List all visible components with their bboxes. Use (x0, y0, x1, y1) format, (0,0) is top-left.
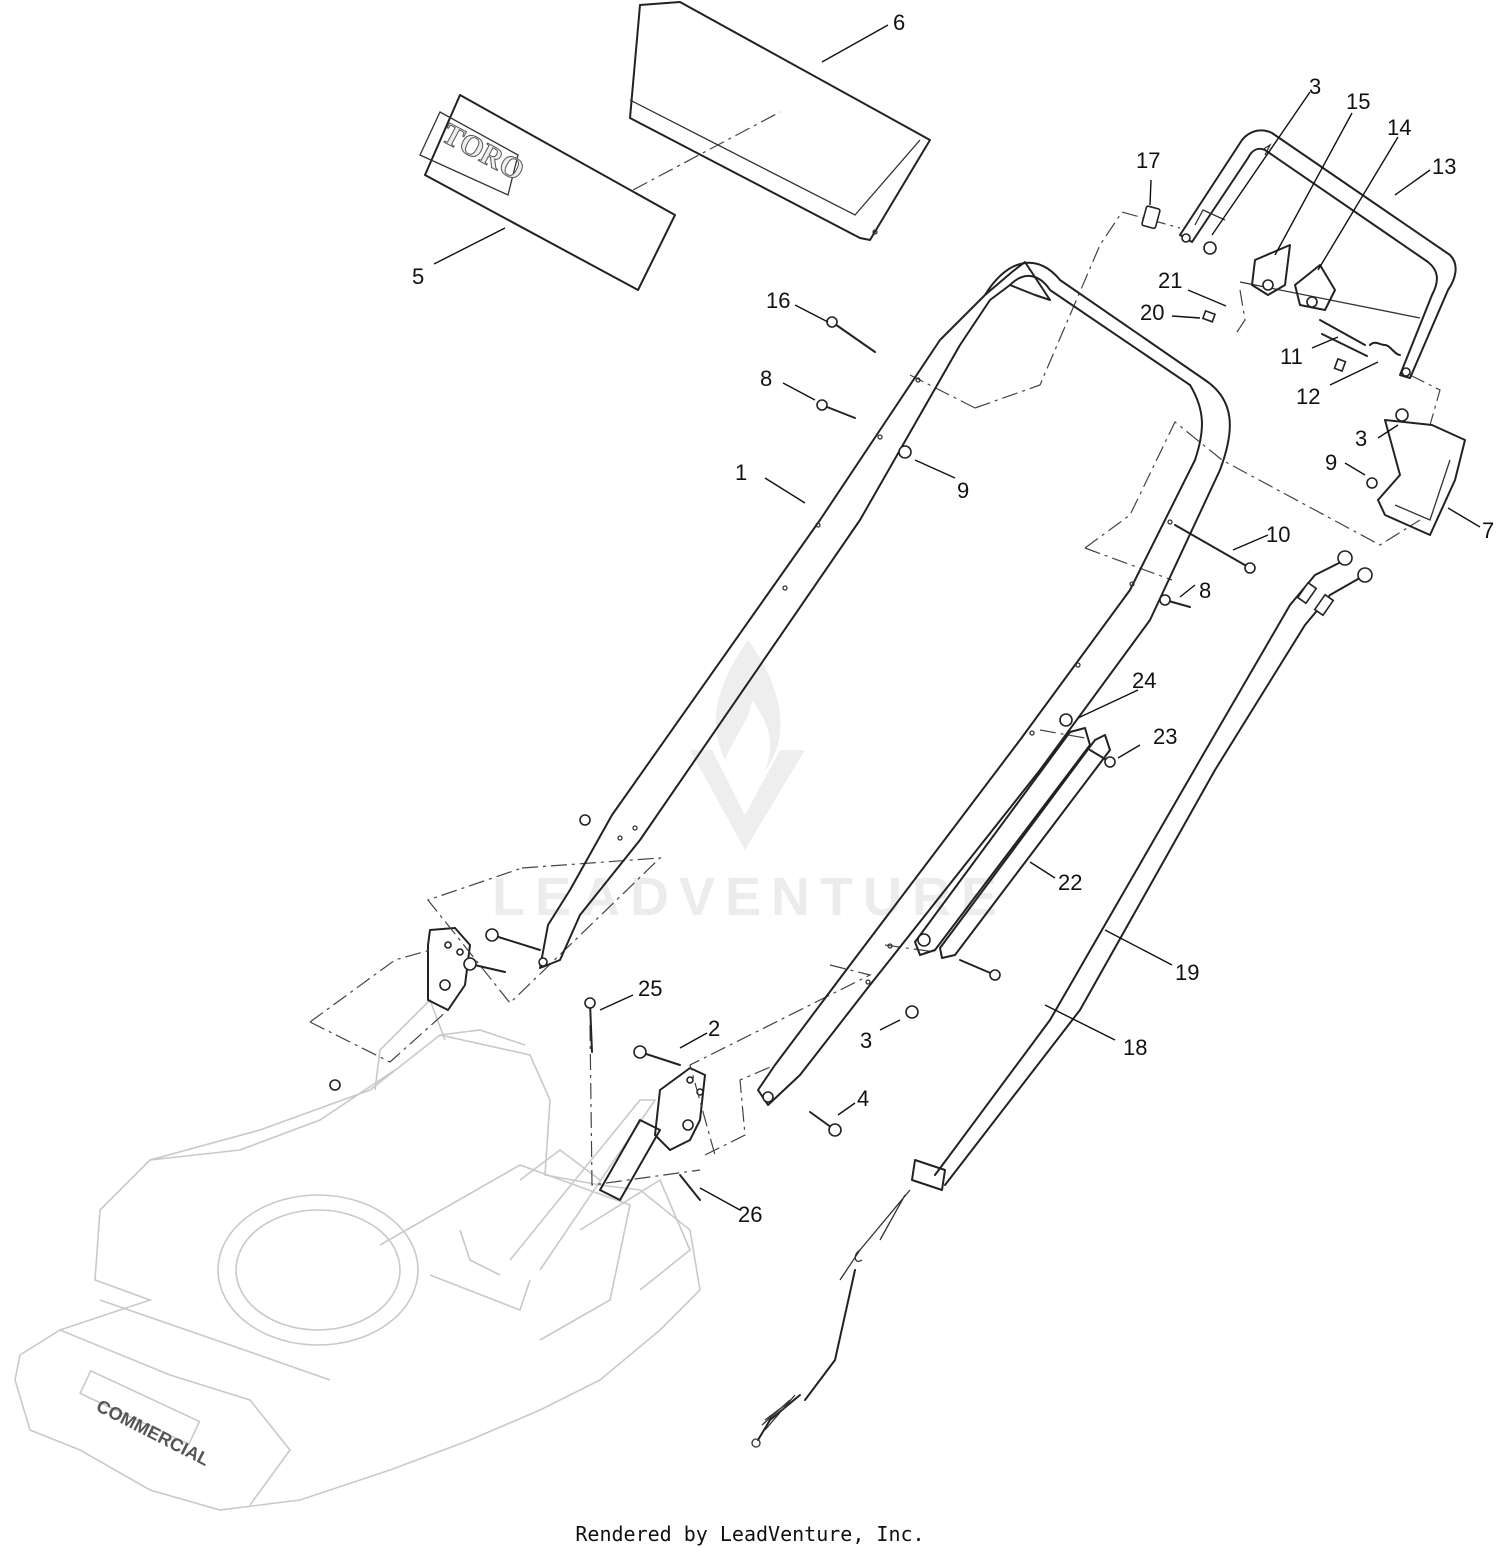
callout-3-top: 3 (1309, 74, 1321, 99)
decal-logo-text: TORO (437, 117, 530, 187)
callout-1: 1 (735, 460, 747, 485)
callout-13: 13 (1432, 154, 1456, 179)
handle-brace (914, 713, 1111, 959)
callout-4: 4 (857, 1086, 869, 1111)
right-handle-bracket (599, 1067, 706, 1201)
control-cables (751, 550, 1373, 1448)
watermark-text: LEADVENTURE (492, 867, 1007, 927)
callout-9-right: 9 (1325, 450, 1337, 475)
callout-10: 10 (1266, 522, 1290, 547)
handle-upper (538, 261, 1231, 1106)
callout-8-lower: 8 (1199, 578, 1211, 603)
leader-lines (433, 24, 1481, 1211)
callout-9-left: 9 (957, 478, 969, 503)
callout-17: 17 (1136, 148, 1160, 173)
callout-25: 25 (638, 976, 662, 1001)
callout-19: 19 (1175, 960, 1199, 985)
handle-decal: TORO (419, 94, 676, 291)
callout-18: 18 (1123, 1035, 1147, 1060)
callout-16: 16 (766, 288, 790, 313)
callout-labels: 1 2 3 3 3 4 5 6 7 8 8 9 9 10 11 12 13 14… (412, 10, 1494, 1227)
callout-3-right: 3 (1355, 426, 1367, 451)
callout-7: 7 (1482, 518, 1494, 543)
left-handle-bracket (427, 927, 471, 1011)
leadventure-watermark: LEADVENTURE (492, 640, 1007, 927)
callout-22: 22 (1058, 870, 1082, 895)
callout-2: 2 (708, 1016, 720, 1041)
mower-deck: COMMERCIAL (14, 998, 701, 1511)
callout-23: 23 (1153, 724, 1177, 749)
handle-cover (629, 1, 931, 241)
callout-11: 11 (1280, 344, 1303, 369)
callout-21: 21 (1158, 268, 1182, 293)
render-credit: Rendered by LeadVenture, Inc. (575, 1522, 925, 1546)
callout-5: 5 (412, 264, 424, 289)
callout-24: 24 (1132, 668, 1156, 693)
callout-6: 6 (893, 10, 905, 35)
callout-12: 12 (1296, 384, 1320, 409)
bail-hardware (1141, 205, 1401, 373)
callout-26: 26 (738, 1202, 762, 1227)
exploded-view-svg: LEADVENTURE COMMERCIAL (14, 1, 1494, 1511)
callout-8-upper: 8 (760, 366, 772, 391)
callout-3-lower: 3 (860, 1028, 872, 1053)
callout-15: 15 (1346, 89, 1370, 114)
assembly-lines (309, 111, 1441, 1186)
callout-14: 14 (1387, 115, 1411, 140)
control-bracket (1366, 408, 1466, 536)
callout-20: 20 (1140, 300, 1164, 325)
handle-hardware (329, 316, 1256, 1201)
operator-bail (1179, 129, 1457, 379)
